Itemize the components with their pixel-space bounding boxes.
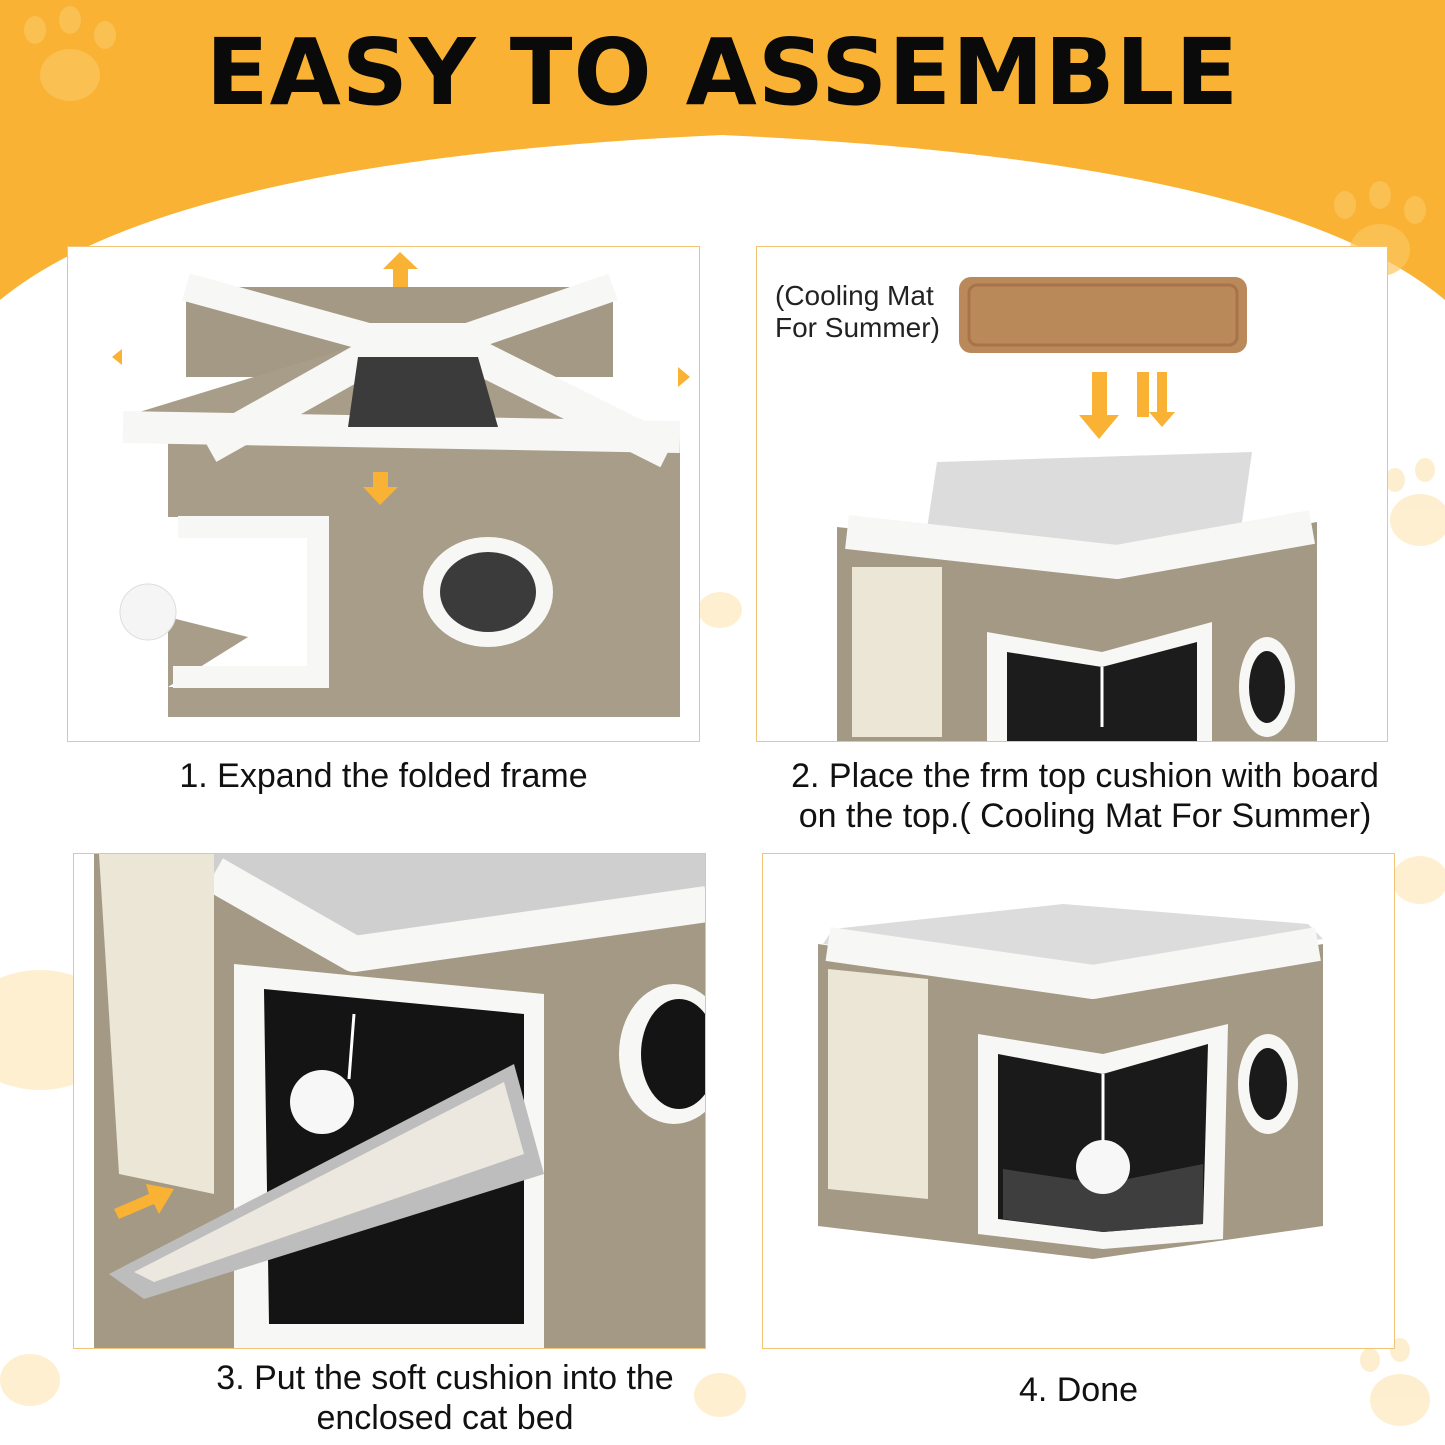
insert-arrow-icon — [114, 1184, 174, 1219]
step-2-caption: 2. Place the frm top cushion with board … — [740, 756, 1430, 836]
step-1-caption: 1. Expand the folded frame — [179, 757, 588, 795]
step-1-illustration — [112, 252, 690, 717]
step-4-panel — [762, 853, 1395, 1349]
down-arrow-icon — [1079, 372, 1175, 439]
cooling-mat-label-line-1: (Cooling Mat — [775, 280, 934, 311]
step-3-illustration — [94, 854, 705, 1348]
step-2-caption-line-2: on the top.( Cooling Mat For Summer) — [798, 797, 1372, 835]
step-2-panel — [756, 246, 1388, 742]
expand-arrow-icon — [112, 252, 690, 505]
step-4-illustration — [818, 904, 1323, 1259]
step-3-panel — [73, 853, 706, 1349]
cooling-mat-label-line-2: For Summer) — [775, 312, 940, 343]
paw-print-decoration — [24, 6, 1426, 276]
page-title: EASY TO ASSEMBLE — [205, 19, 1240, 126]
step-4-caption: 4. Done — [1018, 1371, 1139, 1409]
step-3-caption-line-1: 3. Put the soft cushion into the — [216, 1359, 674, 1397]
step-2-illustration — [837, 277, 1317, 741]
cooling-mat — [959, 277, 1247, 353]
cooling-mat-label: (Cooling Mat For Summer) — [775, 280, 955, 344]
step-3-caption: 3. Put the soft cushion into the enclose… — [110, 1358, 780, 1438]
step-1-panel — [67, 246, 700, 742]
step-3-caption-line-2: enclosed cat bed — [316, 1399, 574, 1437]
step-2-caption-line-1: 2. Place the frm top cushion with board — [791, 757, 1379, 795]
